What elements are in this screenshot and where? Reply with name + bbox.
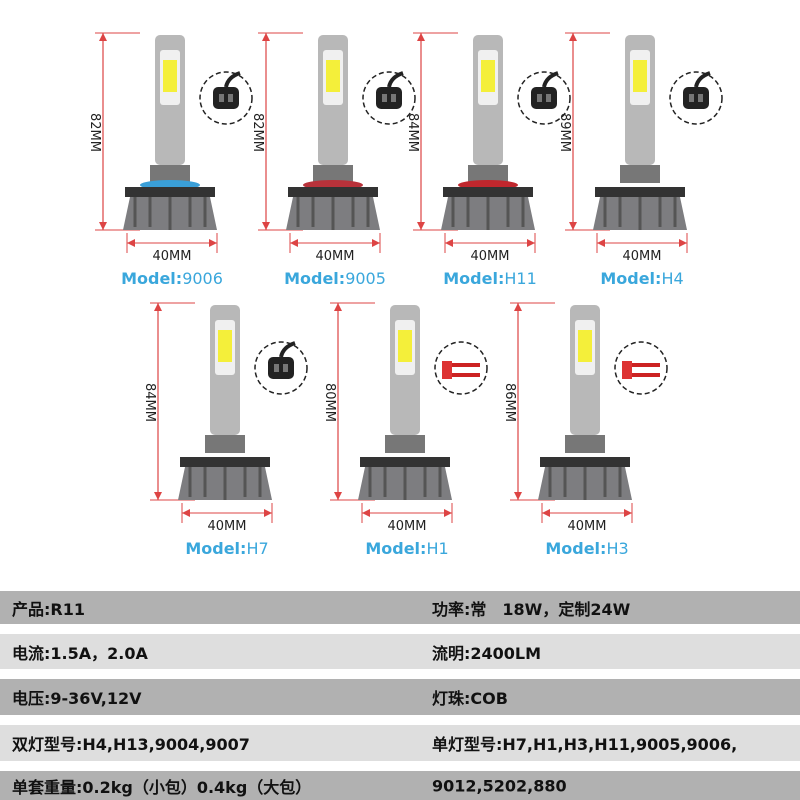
spec-row: 单套重量:0.2kg（小包）0.4kg（大包） 9012,5202,880	[0, 771, 800, 800]
model-label: Model:H3	[517, 539, 657, 558]
spec-row: 产品:R11 功率:常 18W，定制24W	[0, 591, 800, 624]
product-card-9005: 82MM 40MM Model:9005	[250, 25, 428, 295]
width-dimension-label: 40MM	[470, 249, 510, 264]
product-card-h11: 84MM 40MM Model:H11	[405, 25, 583, 295]
height-dimension-label: 82MM	[249, 113, 265, 152]
led-bulb-image	[510, 302, 668, 523]
spec-led: 灯珠:COB	[432, 689, 508, 708]
model-value: H4	[661, 269, 684, 288]
model-label: Model:H7	[157, 539, 297, 558]
model-label: Model:9005	[265, 269, 405, 288]
height-dimension-label: 82MM	[86, 113, 102, 152]
led-bulb-image	[150, 302, 308, 523]
model-label: Model:H11	[420, 269, 560, 288]
spec-row: 电流:1.5A，2.0A 流明:2400LM	[0, 634, 800, 669]
model-prefix: Model:	[185, 539, 247, 558]
model-prefix: Model:	[545, 539, 607, 558]
spec-voltage: 电压:9-36V,12V	[12, 689, 142, 708]
model-value: H1	[426, 539, 449, 558]
product-card-9006: 82MM 40MM Model:9006	[87, 25, 265, 295]
led-bulb-image	[565, 32, 723, 253]
width-dimension-label: 40MM	[622, 249, 662, 264]
model-prefix: Model:	[365, 539, 427, 558]
width-dimension-label: 40MM	[387, 519, 427, 534]
height-dimension-label: 89MM	[556, 113, 572, 152]
width-dimension-label: 40MM	[567, 519, 607, 534]
product-card-h3: 86MM 40MM Model:H3	[502, 295, 680, 565]
spec-single-models: 单灯型号:H7,H1,H3,H11,9005,9006,	[432, 735, 738, 754]
spec-current: 电流:1.5A，2.0A	[12, 643, 148, 663]
led-bulb-image	[330, 302, 488, 523]
model-value: H7	[246, 539, 269, 558]
model-label: Model:H4	[572, 269, 712, 288]
led-bulb-image	[413, 32, 571, 253]
width-dimension-label: 40MM	[207, 519, 247, 534]
model-label: Model:9006	[102, 269, 242, 288]
model-prefix: Model:	[284, 269, 346, 288]
model-value: H11	[504, 269, 537, 288]
led-bulb-image	[258, 32, 416, 253]
led-bulb-image	[95, 32, 253, 253]
spec-weight: 单套重量:0.2kg（小包）0.4kg（大包）	[12, 777, 312, 797]
height-dimension-label: 84MM	[141, 383, 157, 422]
model-label: Model:H1	[337, 539, 477, 558]
model-prefix: Model:	[121, 269, 183, 288]
height-dimension-label: 80MM	[321, 383, 337, 422]
model-value: 9005	[345, 269, 386, 288]
spec-row: 电压:9-36V,12V 灯珠:COB	[0, 679, 800, 715]
width-dimension-label: 40MM	[152, 249, 192, 264]
height-dimension-label: 86MM	[501, 383, 517, 422]
spec-dual-models: 双灯型号:H4,H13,9004,9007	[12, 735, 250, 754]
spec-power: 功率:常 18W，定制24W	[432, 599, 631, 619]
height-dimension-label: 84MM	[404, 113, 420, 152]
model-value: 9006	[182, 269, 223, 288]
width-dimension-label: 40MM	[315, 249, 355, 264]
product-card-h4: 89MM 40MM Model:H4	[557, 25, 735, 295]
spec-product: 产品:R11	[12, 599, 85, 619]
product-card-h7: 84MM 40MM Model:H7	[142, 295, 320, 565]
spec-lumen: 流明:2400LM	[432, 643, 542, 663]
model-value: H3	[606, 539, 629, 558]
spec-single-models-cont: 9012,5202,880	[432, 776, 567, 795]
model-prefix: Model:	[600, 269, 662, 288]
product-card-h1: 80MM 40MM Model:H1	[322, 295, 500, 565]
spec-row: 双灯型号:H4,H13,9004,9007 单灯型号:H7,H1,H3,H11,…	[0, 725, 800, 761]
model-prefix: Model:	[443, 269, 505, 288]
